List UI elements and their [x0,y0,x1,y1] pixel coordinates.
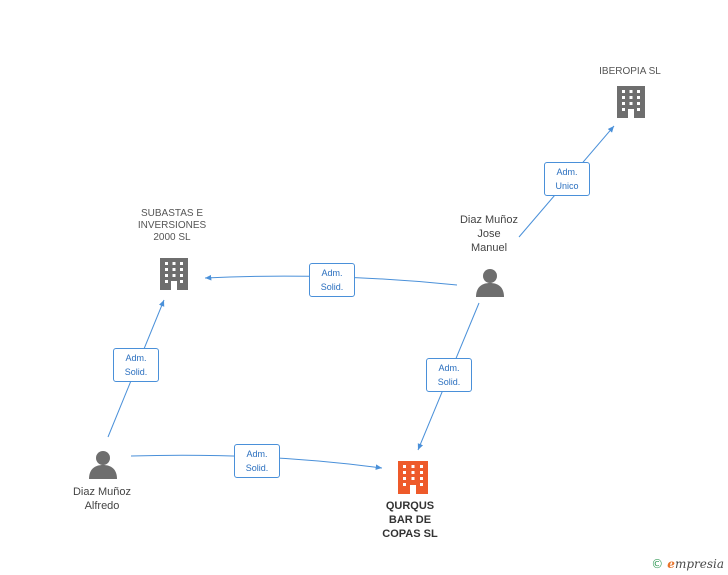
edge-label-alfredo-subastas: Adm. Solid. [113,348,159,382]
person-label-alfredo[interactable]: Diaz Muñoz Alfredo [72,486,132,512]
person-icon[interactable] [476,269,504,297]
edge-label-alfredo-qurqus: Adm. Solid. [234,444,280,478]
edge-label-jose-subastas: Adm. Solid. [309,263,355,297]
person-icon[interactable] [89,451,117,479]
copyright-icon: © [651,557,664,571]
building-icon[interactable] [160,258,188,290]
edge-label-jose-qurqus: Adm. Solid. [426,358,472,392]
company-label-subastas[interactable]: SUBASTAS E INVERSIONES 2000 SL [137,208,207,243]
edge-label-jose-iberopia: Adm. Unico [544,162,590,196]
person-label-jose[interactable]: Diaz Muñoz Jose Manuel [459,214,519,254]
company-label-iberopia[interactable]: IBEROPIA SL [599,66,661,77]
focus-building-icon[interactable] [398,461,428,494]
building-icon[interactable] [617,86,645,118]
brand-logo: ©empresia [651,557,724,571]
company-label-qurqus[interactable]: QURQUS BAR DE COPAS SL [382,500,438,540]
